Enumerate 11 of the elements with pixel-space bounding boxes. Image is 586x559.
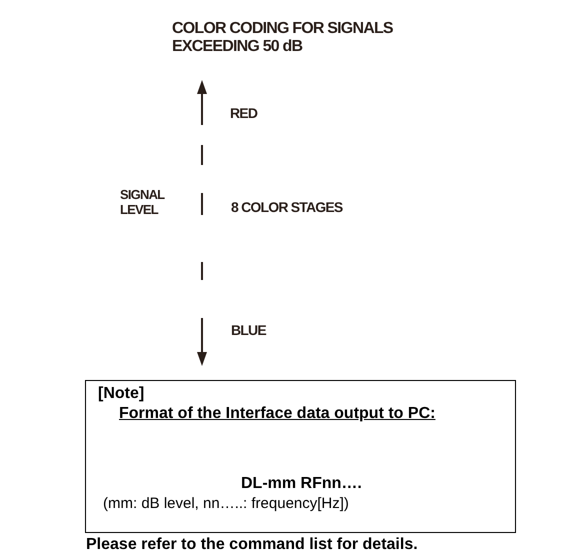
note-heading: [Note] bbox=[98, 385, 144, 403]
scale-label: 8 COLOR STAGES bbox=[231, 199, 344, 216]
note-box bbox=[85, 380, 516, 533]
note-text: (mm: dB level, nn…..: frequency[Hz]) bbox=[103, 495, 349, 512]
title: COLOR CODING FOR SIGNALS EXCEEDING 50 dB bbox=[172, 20, 394, 57]
caption: Please refer to the command list for details. bbox=[86, 536, 418, 554]
format-code: DL-mm RFnn…. bbox=[241, 475, 362, 493]
note-text: Format of the Interface data output to PC: bbox=[119, 405, 436, 423]
scale-label: RED bbox=[230, 105, 258, 122]
axis-label: SIGNAL LEVEL bbox=[120, 188, 166, 218]
scale-label: BLUE bbox=[231, 322, 268, 338]
